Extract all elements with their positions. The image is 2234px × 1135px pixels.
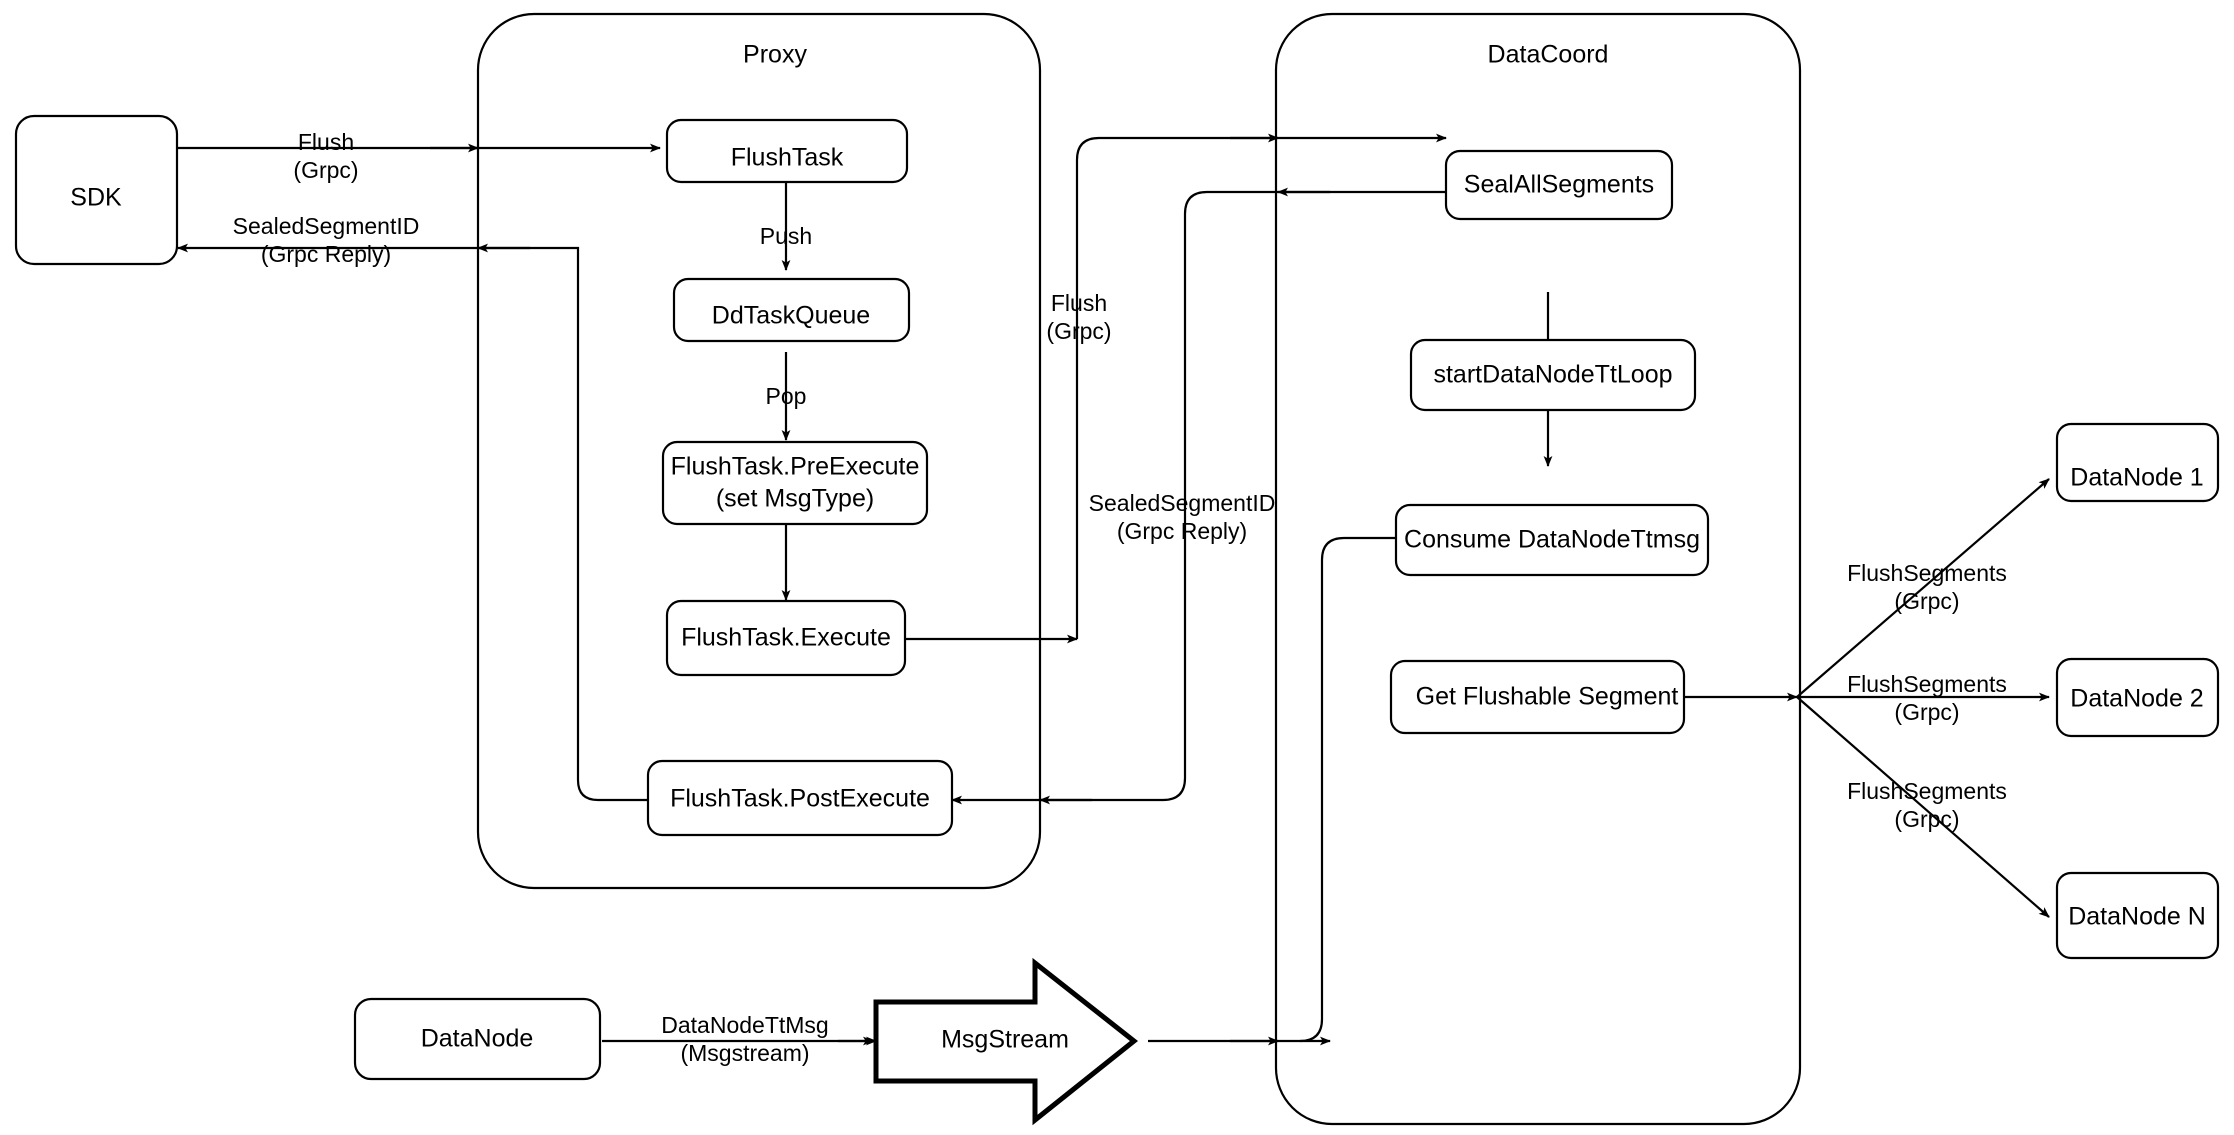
node-datanode-1-label: DataNode 1 [2070,464,2203,492]
node-flushtask-execute-label: FlushTask.Execute [681,624,891,652]
edge-label-push: Push [760,223,812,249]
node-startdatanodettloop-label: startDataNodeTtLoop [1433,361,1672,389]
edge-label-flushsegments-n-line1: FlushSegments [1847,778,2007,804]
edge-label-flush-grpc-mid-line1: Flush [1051,290,1107,316]
node-startdatanodettloop[interactable] [1409,338,1697,412]
edge-flush-grpc-to-datacoord [1075,133,1447,639]
edge-label-flushsegments-2-line2: (Grpc) [1894,699,1959,725]
node-msgstream-label: MsgStream [941,1026,1069,1054]
node-flushtask-postexecute[interactable] [646,759,954,837]
node-msgstream[interactable] [873,957,1139,1126]
edge-datacoord-bottom-to-consume [1299,533,1413,1043]
datacoord-container-label: DataCoord [1488,41,1609,69]
edge-label-pop: Pop [766,383,807,409]
node-consume-datanodettmsg-label: Consume DataNodeTtmsg [1404,526,1700,554]
node-ddtaskqueue-label: DdTaskQueue [712,302,870,330]
datacoord-container [1274,12,1802,1126]
edge-label-datanodettmsg-line1: DataNodeTtMsg [661,1012,828,1038]
proxy-container-label: Proxy [743,41,807,69]
node-sealallsegments-label: SealAllSegments [1464,171,1654,199]
edge-fanout-to-datanoden [1796,696,2050,918]
edge-proxy-to-sdk [177,243,648,802]
node-sdk-label: SDK [70,184,122,212]
node-flushtask[interactable] [665,118,909,184]
edge-label-sealedsegmentid-mid-line1: SealedSegmentID [1089,490,1276,516]
node-datanode-2[interactable] [2055,657,2220,738]
edge-label-flush-grpc-line2: (Grpc) [293,157,358,183]
edge-label-flushsegments-1-line1: FlushSegments [1847,560,2007,586]
node-flushtask-execute[interactable] [665,599,907,677]
edge-label-sealedsegmentid-mid-line2: (Grpc Reply) [1117,518,1247,544]
edge-label-flushsegments-2-line1: FlushSegments [1847,671,2007,697]
node-datanode-1[interactable] [2055,422,2220,503]
node-datanode-2-label: DataNode 2 [2070,685,2203,713]
node-datanode-bottom-label: DataNode [421,1025,534,1053]
edge-label-flush-grpc-line1: Flush [298,129,354,155]
edge-fanout-to-datanode1 [1796,478,2050,698]
node-datanode-n-label: DataNode N [2068,903,2206,931]
node-ddtaskqueue[interactable] [672,277,911,343]
node-flushtask-postexecute-label: FlushTask.PostExecute [670,785,930,813]
edge-label-flushsegments-1-line2: (Grpc) [1894,588,1959,614]
edge-label-sealedsegmentid-reply-line2: (Grpc Reply) [261,241,391,267]
node-flushtask-label: FlushTask [731,144,844,172]
node-get-flushable-segment[interactable] [1389,659,1686,735]
node-datanode-bottom[interactable] [353,997,602,1081]
node-datanode-n[interactable] [2055,871,2220,960]
node-sdk[interactable] [14,114,179,266]
node-flushtask-preexecute[interactable] [661,440,929,526]
edge-sealedsegmentid-to-postexecute [951,190,1446,805]
edge-label-flushsegments-n-line2: (Grpc) [1894,806,1959,832]
node-flushtask-preexecute-label-line1: FlushTask.PreExecute [671,453,920,481]
node-flushtask-preexecute-label-line2: (set MsgType) [716,485,874,513]
edge-label-datanodettmsg-line2: (Msgstream) [680,1040,809,1066]
proxy-container [476,12,1042,890]
node-consume-datanodettmsg[interactable] [1394,503,1710,577]
edge-label-flush-grpc-mid-line2: (Grpc) [1046,318,1111,344]
node-get-flushable-segment-label: Get Flushable Segment [1416,683,1679,711]
edge-label-sealedsegmentid-reply-line1: SealedSegmentID [233,213,420,239]
node-sealallsegments[interactable] [1444,149,1674,221]
